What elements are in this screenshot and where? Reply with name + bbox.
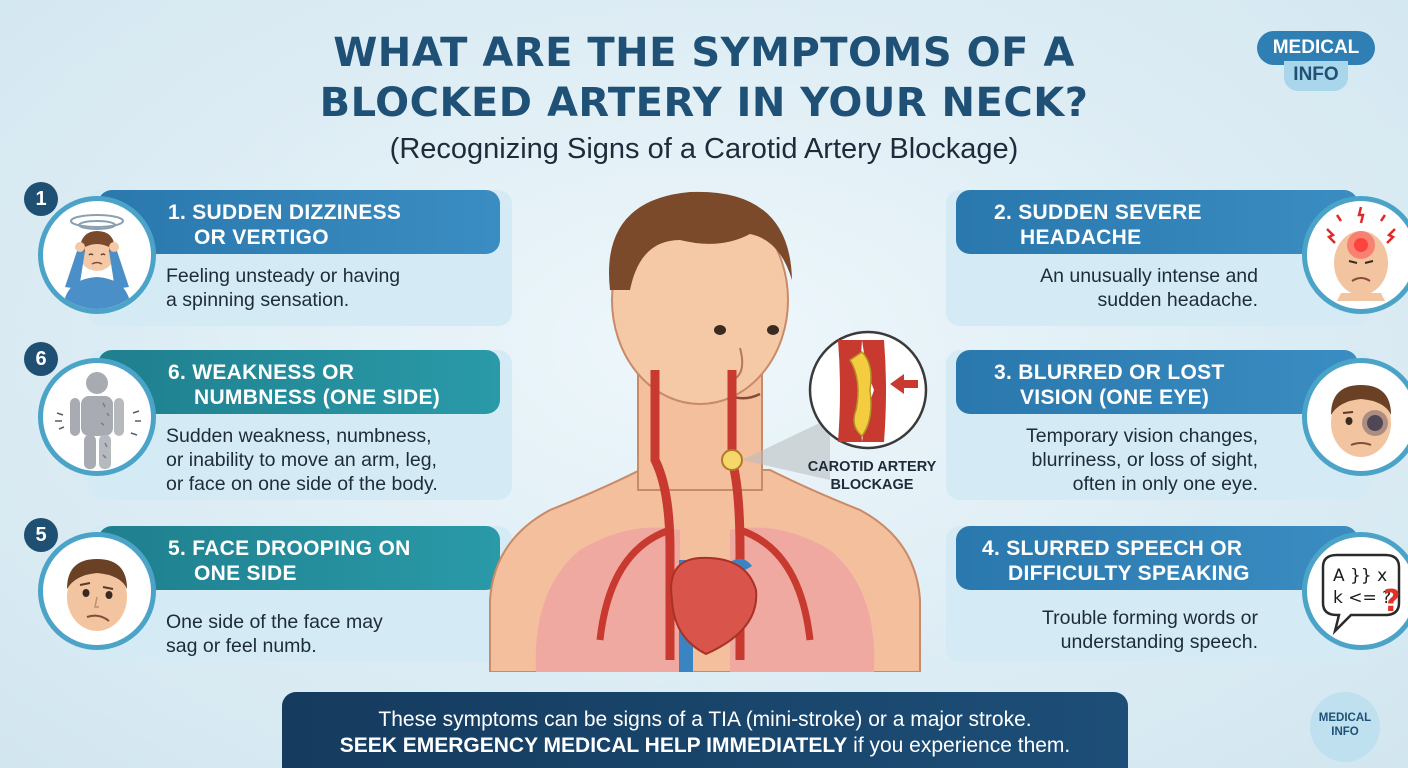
desc-line-2: sudden headache. bbox=[1097, 289, 1258, 311]
desc-line-1: One side of the face may bbox=[166, 611, 383, 633]
card-header bbox=[98, 350, 500, 414]
title-line-1: WHAT ARE THE SYMPTOMS OF A bbox=[333, 30, 1075, 76]
desc-line-1: Feeling unsteady or having bbox=[166, 265, 401, 287]
card-title-line-1: 4. SLURRED SPEECH OR bbox=[982, 537, 1243, 560]
desc-line-1: Temporary vision changes, bbox=[1026, 425, 1258, 447]
step-number: 1 bbox=[24, 182, 58, 216]
page-subtitle: (Recognizing Signs of a Carotid Artery B… bbox=[389, 133, 1019, 165]
footer-warning: These symptoms can be signs of a TIA (mi… bbox=[282, 692, 1128, 768]
card-header bbox=[98, 526, 500, 590]
card-title-line-1: 6. WEAKNESS OR bbox=[168, 361, 355, 384]
badge-line-2: INFO bbox=[1284, 61, 1348, 91]
emergency-text: SEEK EMERGENCY MEDICAL HELP IMMEDIATELY bbox=[339, 734, 848, 757]
card-title-line-1: 3. BLURRED OR LOST bbox=[994, 361, 1225, 384]
desc-line-2: understanding speech. bbox=[1060, 631, 1258, 653]
card-title-line-2: OR VERTIGO bbox=[194, 226, 329, 249]
badge-line-1: MEDICAL bbox=[1257, 31, 1375, 65]
card-title-line-2: ONE SIDE bbox=[194, 562, 297, 585]
card-title-line-1: 1. SUDDEN DIZZINESS bbox=[168, 201, 402, 224]
desc-line-3: often in only one eye. bbox=[1072, 473, 1258, 495]
card-header bbox=[956, 526, 1358, 590]
question-mark-icon: ? bbox=[1383, 584, 1400, 619]
medical-info-badge: MEDICAL INFO bbox=[1257, 31, 1375, 91]
seal-line-2: INFO bbox=[1331, 726, 1359, 738]
step-number: 5 bbox=[24, 518, 58, 552]
card-title-line-1: 5. FACE DROOPING ON bbox=[168, 537, 411, 560]
label-line-1: CAROTID ARTERY bbox=[807, 459, 937, 475]
card-title-line-1: 2. SUDDEN SEVERE bbox=[994, 201, 1202, 224]
desc-line-1: Trouble forming words or bbox=[1041, 607, 1258, 629]
numb-body-icon bbox=[38, 358, 156, 476]
blurred-eye-face-icon bbox=[1302, 358, 1408, 476]
step-number: 6 bbox=[24, 342, 58, 376]
card-description: Sudden weakness, numbness,or inability t… bbox=[166, 424, 496, 496]
speech-bubble-icon: A }} x k <= ? ? bbox=[1302, 532, 1408, 650]
page-title: WHAT ARE THE SYMPTOMS OF A BLOCKED ARTER… bbox=[250, 28, 1158, 128]
carotid-blockage-label: CAROTID ARTERY BLOCKAGE bbox=[798, 458, 946, 494]
carotid-artery-illustration bbox=[470, 180, 940, 673]
label-line-2: BLOCKAGE bbox=[830, 477, 914, 493]
footer-line-1: These symptoms can be signs of a TIA (mi… bbox=[378, 708, 1032, 731]
footer-line-2: SEEK EMERGENCY MEDICAL HELP IMMEDIATELY … bbox=[282, 734, 1128, 758]
bubble-text-line-2: k <= ? bbox=[1333, 588, 1391, 608]
dizzy-person-icon bbox=[38, 196, 156, 314]
card-header bbox=[956, 190, 1358, 254]
desc-line-1: Sudden weakness, numbness, bbox=[166, 425, 432, 447]
headache-face-icon bbox=[1302, 196, 1408, 314]
bubble-text-line-1: A }} x bbox=[1333, 566, 1387, 586]
card-title-line-2: NUMBNESS (ONE SIDE) bbox=[194, 386, 441, 409]
drooping-face-icon bbox=[38, 532, 156, 650]
card-header bbox=[98, 190, 500, 254]
card-title-line-2: HEADACHE bbox=[1020, 226, 1142, 249]
desc-line-2: or inability to move an arm, leg, bbox=[166, 449, 437, 471]
desc-line-1: An unusually intense and bbox=[1040, 265, 1258, 287]
desc-line-3: or face on one side of the body. bbox=[166, 473, 438, 495]
medical-info-seal: MEDICAL INFO bbox=[1310, 692, 1380, 762]
card-description: Temporary vision changes,blurriness, or … bbox=[958, 424, 1258, 496]
desc-line-2: sag or feel numb. bbox=[166, 635, 317, 657]
seal-line-1: MEDICAL bbox=[1318, 712, 1372, 724]
footer-line-2-rest: if you experience them. bbox=[847, 734, 1071, 757]
card-title-line-2: DIFFICULTY SPEAKING bbox=[1008, 562, 1250, 585]
card-title-line-2: VISION (ONE EYE) bbox=[1020, 386, 1210, 409]
title-line-2: BLOCKED ARTERY IN YOUR NECK? bbox=[319, 80, 1089, 126]
desc-line-2: blurriness, or loss of sight, bbox=[1031, 449, 1258, 471]
card-header bbox=[956, 350, 1358, 414]
desc-line-2: a spinning sensation. bbox=[166, 289, 350, 311]
